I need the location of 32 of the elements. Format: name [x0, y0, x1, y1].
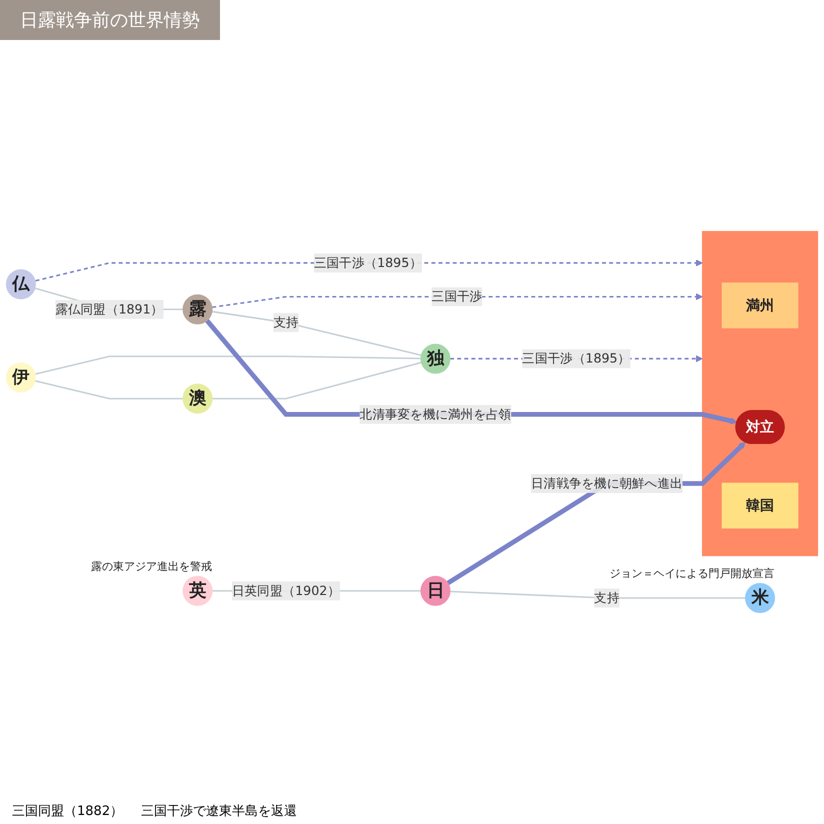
edge-label: 三国干渉（1895） — [522, 350, 630, 366]
node-circle: 米 — [745, 583, 776, 613]
edge-label: 支持 — [594, 590, 620, 606]
node-circle: 澳 — [182, 384, 213, 414]
note-text: 三国同盟（1882） — [12, 803, 124, 820]
connector — [212, 310, 422, 356]
title: 日露戦争前の世界情勢 — [0, 0, 220, 40]
node-circle: 英 — [182, 576, 213, 606]
edge-label: 北清事変を機に満州を占領 — [360, 406, 512, 422]
node-box: 満州 — [722, 282, 798, 328]
node-box: 韓国 — [722, 482, 798, 528]
connector — [450, 590, 746, 599]
arrow — [205, 319, 738, 424]
beside-note: 露の東アジア進出を警戒 — [91, 560, 212, 573]
beside-note: ジョン＝ヘイによる門戸開放宣言 — [610, 567, 775, 580]
node-circle: 独 — [420, 344, 450, 374]
connector — [34, 380, 183, 400]
cluster — [702, 230, 818, 556]
edge-label: 日英同盟（1902） — [232, 583, 340, 598]
edge-label: 露仏同盟（1891） — [55, 301, 164, 316]
note-text: 三国干渉で遼東半島を返還 — [141, 803, 298, 820]
node-circle: 日 — [420, 576, 450, 606]
edge-label: 三国干渉 — [432, 288, 482, 304]
node-circle: 露 — [182, 294, 213, 324]
edge-label: 支持 — [273, 314, 299, 330]
edge-label: 三国干渉（1895） — [314, 255, 422, 270]
arrow — [446, 442, 746, 586]
connector — [34, 356, 421, 375]
edge-label: 日清戦争を機に朝鮮へ進出 — [531, 476, 683, 491]
connector — [212, 362, 422, 400]
node-circle: 伊 — [6, 362, 36, 392]
arrow — [212, 293, 703, 308]
